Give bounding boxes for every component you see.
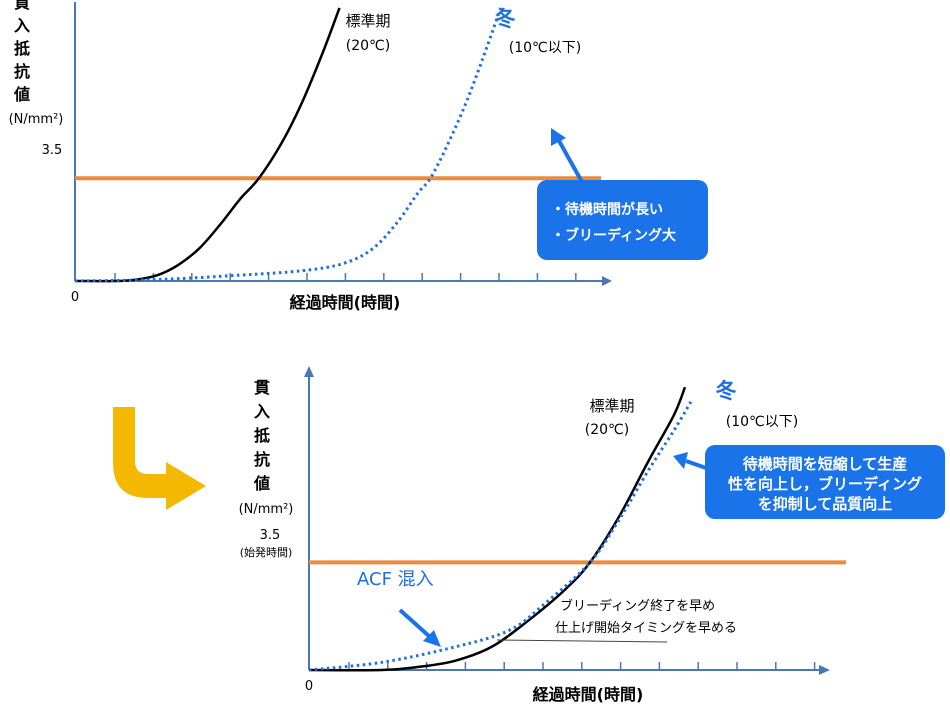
bottom-series-standard-sub: (20℃) (585, 422, 629, 438)
bottom-y-axis-arrowhead (304, 366, 314, 377)
top-ylabel-char-1: 貫 (14, 0, 30, 12)
top-x-axis-arrowhead (602, 276, 612, 286)
bottom-callout-line-3: を抑制して品質向上 (758, 495, 893, 513)
top-ylabel-char-5: 値 (13, 85, 30, 104)
top-ylabel-char-4: 抗 (14, 62, 30, 81)
bottom-threshold-label: 3.5 (260, 528, 281, 543)
top-ylabel-unit: (N/mm²) (9, 112, 64, 127)
top-chart: 貫 入 抵 抗 値 (N/mm²) 3.5 標準期 (20℃) 冬 (10℃以下… (9, 0, 708, 312)
bottom-series-winter-sub: (10℃以下) (726, 414, 798, 430)
bottom-series-winter-label: 冬 (716, 379, 737, 403)
top-x-ticks (114, 273, 577, 281)
bottom-ylabel-char-2: 入 (254, 402, 270, 421)
top-callout-line-1: ・待機時間が長い (551, 201, 663, 218)
bottom-ylabel-char-5: 値 (253, 474, 270, 493)
top-xlabel: 経過時間(時間) (290, 293, 401, 312)
top-series-winter-sub: (10℃以下) (509, 40, 581, 56)
bottom-note-line-2: 仕上げ開始タイミングを早める (555, 621, 737, 636)
top-ylabel-char-2: 入 (14, 16, 30, 35)
bottom-ylabel-char-1: 貫 (254, 378, 270, 397)
bottom-acf-arrowhead (423, 630, 441, 647)
top-origin-label: 0 (71, 290, 79, 305)
top-callout-box (537, 180, 708, 260)
bottom-ylabel-char-4: 抗 (254, 450, 270, 469)
bottom-x-axis-arrowhead (819, 665, 830, 675)
top-ylabel-char-3: 抵 (14, 39, 30, 58)
bottom-acf-label: ACF 混入 (357, 569, 434, 590)
bottom-threshold-sublabel: (始発時間) (240, 545, 293, 559)
top-threshold-label: 3.5 (42, 143, 63, 158)
bottom-callout-line-2: 性を向上し，ブリーディング (728, 475, 922, 493)
bottom-series-standard-label: 標準期 (589, 397, 634, 415)
bottom-acf-arrow (398, 608, 432, 639)
bottom-note-leader (496, 639, 668, 643)
bottom-series-standard-line (308, 386, 687, 672)
bottom-callout-line-1: 待機時間を短縮して生産 (743, 455, 908, 473)
top-series-winter-line (74, 7, 503, 283)
bottom-chart: 貫 入 抵 抗 値 (N/mm²) 3.5 (始発時間) 標準期 (20℃) 冬… (239, 366, 945, 704)
top-series-standard-line (74, 7, 341, 283)
top-series-winter-label: 冬 (495, 7, 516, 31)
bottom-origin-label: 0 (305, 679, 313, 694)
top-callout-line-2: ・ブリーディング大 (551, 227, 676, 244)
bottom-callout-box (705, 445, 945, 519)
bottom-callout-arrowhead (673, 452, 688, 469)
transition-arrow (113, 407, 206, 510)
transition-arrow-head (166, 462, 206, 510)
transition-arrow-shaft (113, 407, 172, 498)
bottom-note-line-1: ブリーディング終了を早め (560, 598, 715, 614)
top-callout-arrow (556, 138, 584, 183)
top-series-standard-sub: (20℃) (346, 38, 390, 54)
bottom-xlabel: 経過時間(時間) (533, 685, 644, 704)
bottom-ylabel-unit: (N/mm²) (239, 502, 294, 517)
top-series-standard-label: 標準期 (345, 12, 390, 30)
top-callout-arrowhead (551, 128, 566, 146)
bottom-ylabel-char-3: 抵 (254, 426, 270, 445)
